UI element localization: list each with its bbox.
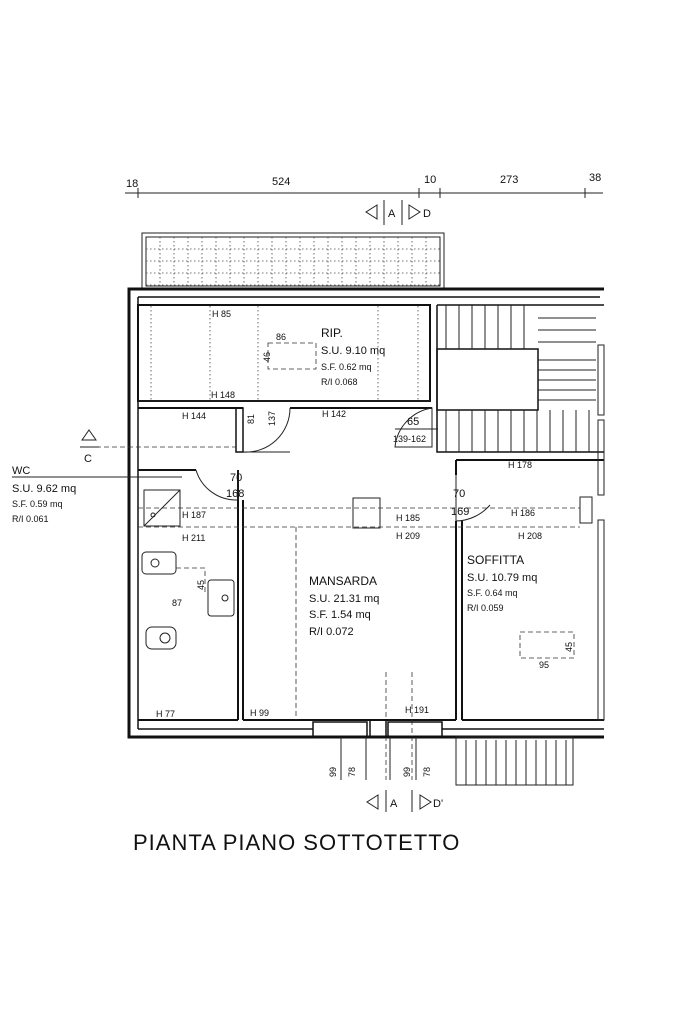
top-terrace	[141, 232, 445, 291]
rip-ri: R/I 0.068	[321, 377, 358, 387]
bottom-windows: 99 78 99 78	[312, 719, 443, 780]
h185-label: H 185	[396, 513, 420, 523]
wc-room: WC S.U. 9.62 mq S.F. 0.59 mq R/I 0.061 H…	[12, 411, 235, 719]
section-c: C	[84, 453, 92, 465]
section-d-bottom: D'	[433, 798, 443, 810]
h209-label: H 209	[396, 531, 420, 541]
wc-name: WC	[12, 465, 30, 477]
section-a-top: A	[388, 208, 396, 220]
rip-hatch-width: 86	[276, 332, 286, 342]
dim-273: 273	[500, 174, 518, 186]
bottom-balcony	[455, 736, 574, 786]
plan-title: PIANTA PIANO SOTTOTETTO	[133, 830, 460, 855]
interior-walls	[138, 344, 605, 721]
rip-sf: S.F. 0.62 mq	[321, 362, 372, 372]
dim-524: 524	[272, 176, 290, 188]
door-81: 81	[246, 414, 256, 424]
rip-su: S.U. 9.10 mq	[321, 345, 385, 357]
soffitta-name: SOFFITTA	[467, 553, 524, 567]
rip-room: H 85 86 46 H 148 RIP. S.U. 9.10 mq S.F. …	[137, 304, 431, 402]
door-70-left: 70	[230, 472, 242, 484]
dim-38: 38	[589, 172, 601, 184]
mansarda-su: S.U. 21.31 mq	[309, 593, 379, 605]
soffitta-sf: S.F. 0.64 mq	[467, 588, 518, 598]
stairwell	[436, 304, 604, 453]
h144-label: H 144	[182, 411, 206, 421]
door-65: 65	[407, 416, 419, 428]
bottom-section-markers: A D'	[366, 790, 443, 812]
window-78-right: 78	[422, 767, 432, 777]
h99-label: H 99	[250, 708, 269, 718]
h77-label: H 77	[156, 709, 175, 719]
door-169: 169	[451, 506, 469, 518]
section-a-bottom: A	[390, 798, 398, 810]
rip-name: RIP.	[321, 326, 343, 340]
h191-label: H 191	[405, 705, 429, 715]
soffitta-hatch-depth: 45	[564, 642, 574, 652]
height-dashed-lines	[80, 446, 580, 780]
door-139-162: 139-162	[393, 434, 426, 444]
wc-fixture-87: 87	[172, 598, 182, 608]
soffitta-hatch-width: 95	[539, 660, 549, 670]
door-168: 168	[226, 488, 244, 500]
soffitta-room: H 178 H 186 H 208 SOFFITTA S.U. 10.79 mq…	[467, 460, 575, 670]
door-137: 137	[267, 411, 277, 426]
left-section-marker: C	[80, 429, 99, 465]
rip-hatch-depth: 46	[262, 352, 272, 362]
bidet-fixture	[141, 551, 177, 575]
mansarda-room: H 142 81 137 70 168 65 139-162 70 169 H …	[226, 409, 469, 718]
section-d-top: D	[423, 208, 431, 220]
top-section-markers: A D	[365, 200, 431, 225]
h85-label: H 85	[212, 309, 231, 319]
h142-label: H 142	[322, 409, 346, 419]
h186-label: H 186	[511, 508, 535, 518]
mansarda-name: MANSARDA	[309, 574, 377, 588]
wc-fixture-45: 45	[196, 580, 206, 590]
door-swings	[195, 407, 491, 522]
h208-label: H 208	[518, 531, 542, 541]
wc-sf: S.F. 0.59 mq	[12, 499, 63, 509]
h178-label: H 178	[508, 460, 532, 470]
window-99-right: 99	[402, 767, 412, 777]
toilet-fixture	[145, 626, 177, 650]
mansarda-ri: R/I 0.072	[309, 626, 354, 638]
dim-10: 10	[424, 174, 436, 186]
window-78-left: 78	[347, 767, 357, 777]
dim-18: 18	[126, 178, 138, 190]
door-70-right: 70	[453, 488, 465, 500]
window-99-left: 99	[328, 767, 338, 777]
soffitta-ri: R/I 0.059	[467, 603, 504, 613]
sink-fixture	[207, 579, 235, 617]
wc-ri: R/I 0.061	[12, 514, 49, 524]
soffitta-su: S.U. 10.79 mq	[467, 572, 537, 584]
h211-label: H 211	[182, 533, 205, 543]
h187-label: H 187	[182, 510, 206, 520]
top-dimension-line: 18 524 10 273 38	[125, 172, 603, 198]
shower-fixture	[143, 489, 181, 527]
h148-label: H 148	[211, 390, 235, 400]
mansarda-sf: S.F. 1.54 mq	[309, 609, 371, 621]
wc-su: S.U. 9.62 mq	[12, 483, 76, 495]
